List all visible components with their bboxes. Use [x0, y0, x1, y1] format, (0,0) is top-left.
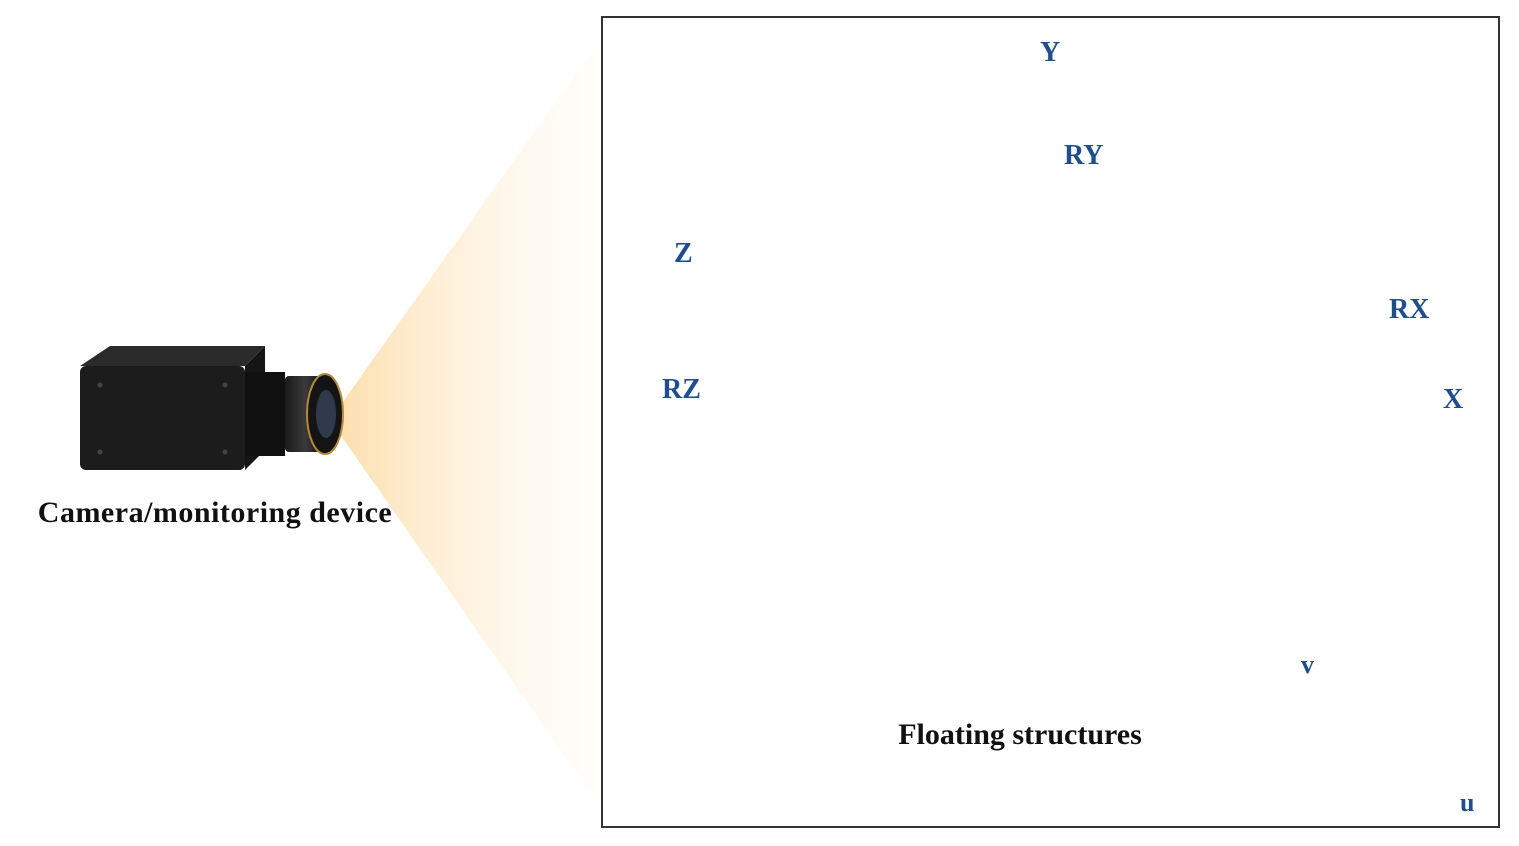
camera-label: Camera/monitoring device: [37, 496, 393, 529]
structure-frame: [601, 16, 1500, 828]
camera-icon: [80, 346, 344, 470]
u-axis-label: u: [1460, 788, 1475, 817]
y-axis-label: Y: [1040, 37, 1061, 68]
x-axis-label: X: [1443, 384, 1464, 415]
structure-label: Floating structures: [898, 718, 1142, 751]
view-cone: [330, 38, 601, 808]
rx-label: RX: [1389, 294, 1430, 325]
v-axis-label: v: [1301, 650, 1314, 679]
ry-label: RY: [1064, 140, 1104, 171]
rz-label: RZ: [662, 374, 701, 405]
z-axis-label: Z: [674, 238, 693, 269]
